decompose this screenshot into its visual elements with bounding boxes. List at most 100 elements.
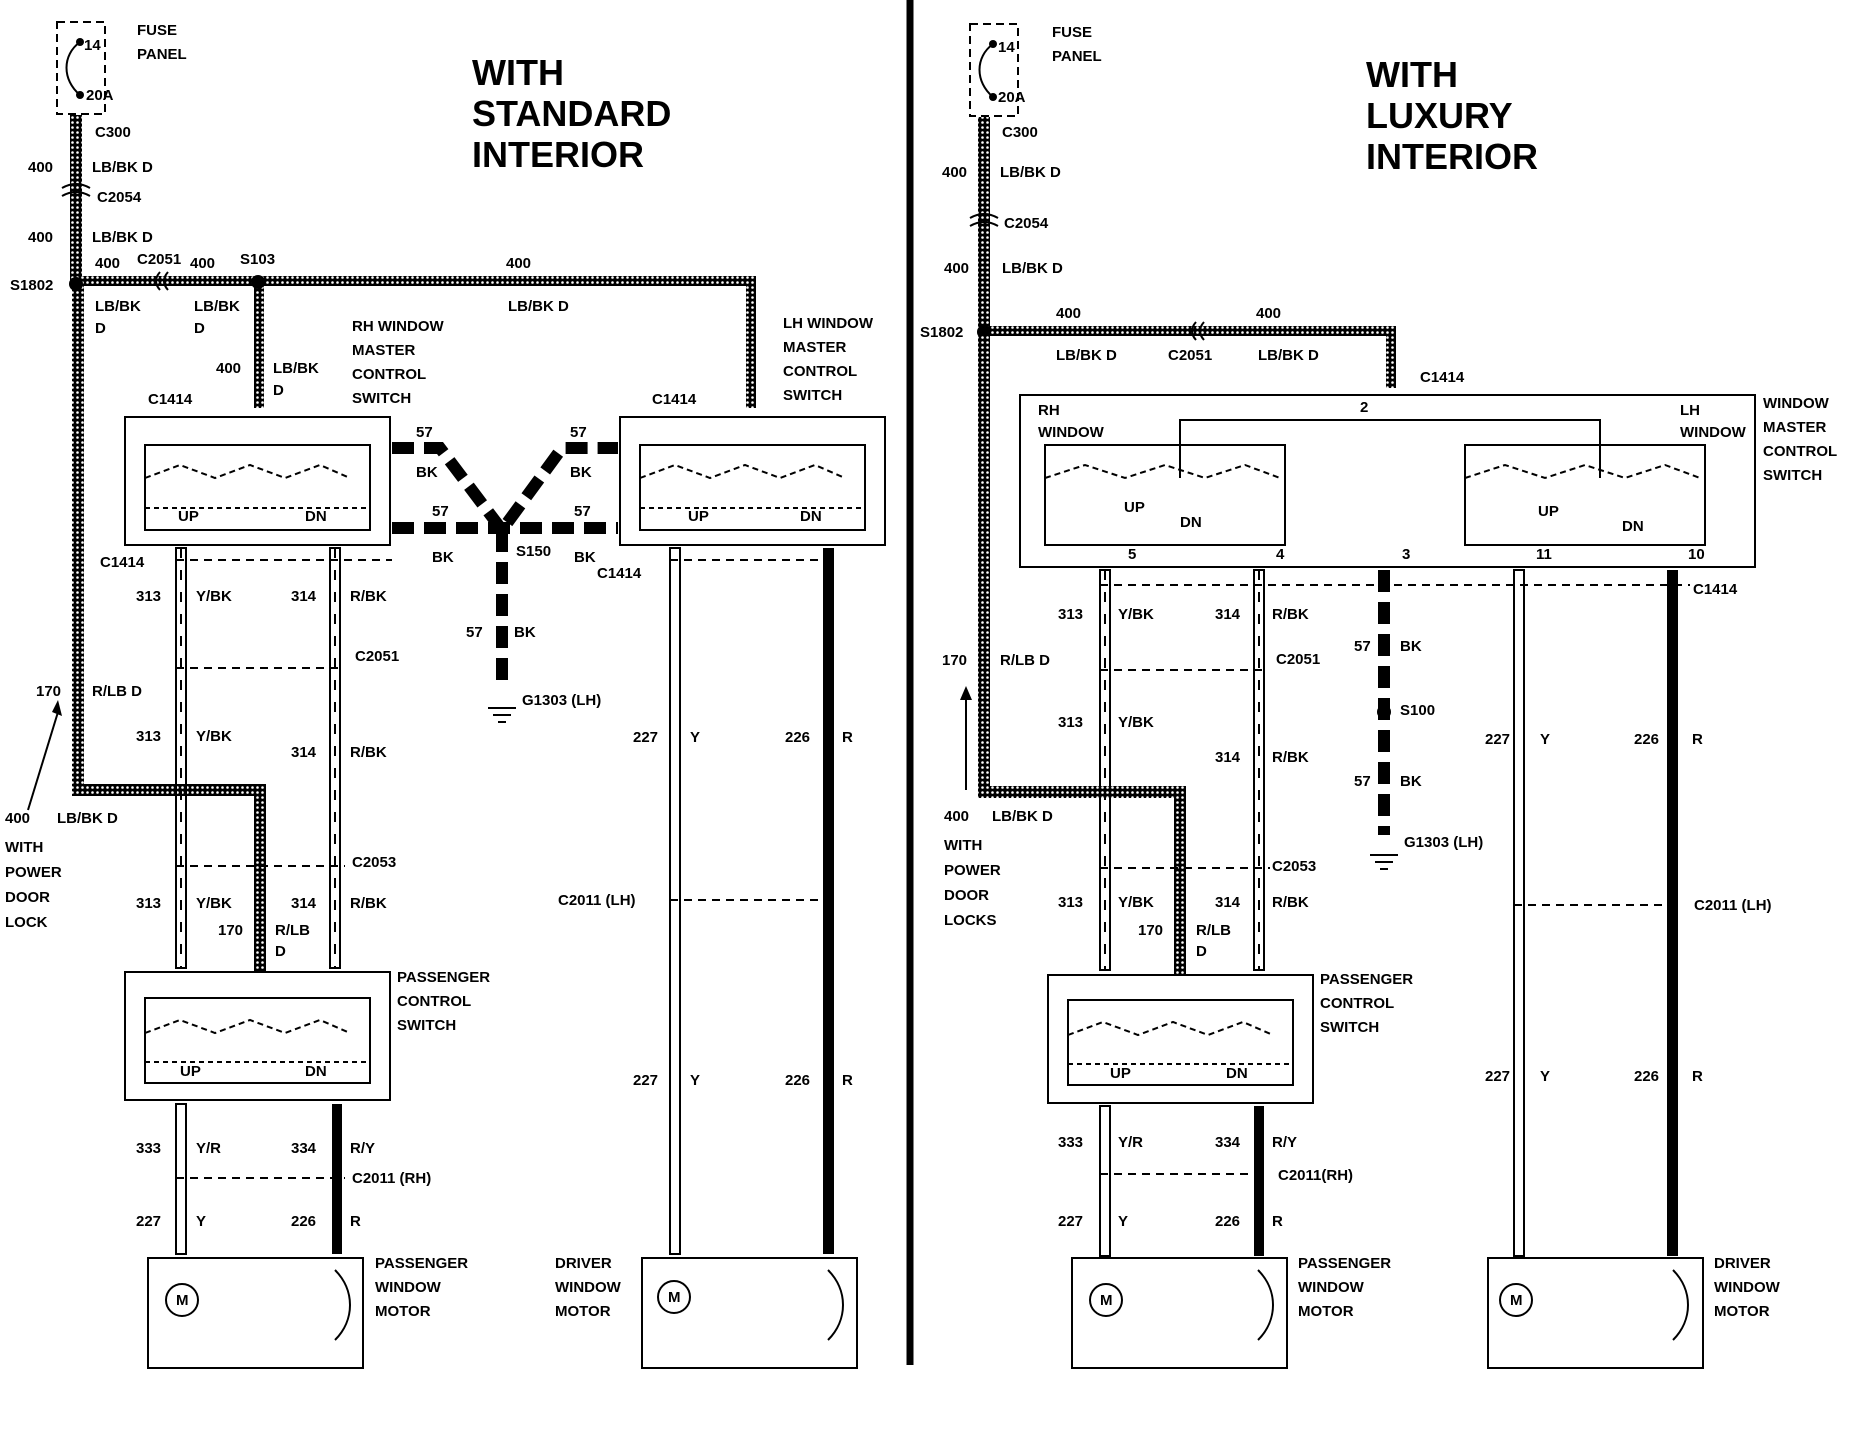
switch-dn-label: DN — [305, 1063, 327, 1080]
power-lock-note: WITH — [5, 839, 43, 856]
wire-label: 57 — [466, 624, 483, 641]
wire-label: 400 — [190, 255, 215, 272]
wire-label: 226 — [785, 1072, 810, 1089]
wire-label: Y — [1540, 1068, 1550, 1085]
connector-c2011lh: C2011 (LH) — [1694, 897, 1772, 914]
wire-label: LB/BK D — [92, 159, 153, 176]
driver-motor-label: DRIVER — [555, 1255, 612, 1272]
pin-label: 10 — [1688, 546, 1705, 563]
wire-label: D — [194, 320, 205, 337]
wire-170-down — [254, 784, 266, 972]
master-switch-label: CONTROL — [1763, 443, 1837, 460]
connector-c300: C300 — [1002, 124, 1038, 141]
connector-c2051: C2051 — [137, 251, 181, 268]
lh-master-switch-box — [619, 416, 886, 546]
wire-label: LB/BK — [194, 298, 240, 315]
wire-400-lh — [746, 276, 756, 408]
fuse-panel-label: PANEL — [1052, 48, 1102, 65]
wire-label: Y — [690, 1072, 700, 1089]
passenger-switch-label: CONTROL — [397, 993, 471, 1010]
wire-label: LB/BK — [273, 360, 319, 377]
passenger-switch-label: SWITCH — [1320, 1019, 1379, 1036]
master-switch-label: MASTER — [1763, 419, 1827, 436]
wires-313-314 — [175, 547, 341, 969]
ground-label: G1303 (LH) — [522, 692, 601, 709]
pin-label: 3 — [1402, 546, 1410, 563]
passenger-motor-box — [147, 1257, 364, 1369]
wire-label: BK — [416, 464, 438, 481]
wire-400-rh — [254, 280, 264, 408]
wire-label: Y — [196, 1213, 206, 1230]
power-lock-note: WITH — [944, 837, 982, 854]
wire-label: Y/BK — [196, 588, 232, 605]
wire-label: LB/BK D — [508, 298, 569, 315]
splice-s100 — [1377, 705, 1391, 719]
wire-label: LB/BK D — [1002, 260, 1063, 277]
right-heading-line-3: INTERIOR — [1366, 136, 1538, 177]
passenger-motor-label: PASSENGER — [375, 1255, 468, 1272]
wire-label: BK — [432, 549, 454, 566]
switch-dn-label: DN — [800, 508, 822, 525]
wire-label: 57 — [574, 503, 591, 520]
fuse-number: 14 — [84, 37, 101, 54]
wire-label: D — [275, 943, 286, 960]
right-panel — [960, 23, 1756, 1369]
switch-up-label: UP — [1124, 499, 1145, 516]
wire-label: 314 — [1215, 606, 1241, 623]
ground-label: G1303 (LH) — [1404, 834, 1483, 851]
connector-c2054 — [969, 213, 999, 227]
passenger-switch-box — [1047, 974, 1314, 1104]
switch-up-label: UP — [1110, 1065, 1131, 1082]
wire-170-horizontal — [978, 786, 1186, 798]
wire-400-horizontal — [76, 276, 756, 286]
wire-label: 227 — [633, 1072, 658, 1089]
passenger-motor-label: WINDOW — [1298, 1279, 1365, 1296]
wire-label: 333 — [1058, 1134, 1083, 1151]
fuse-icon — [65, 41, 81, 96]
wire-label: 400 — [1056, 305, 1081, 322]
power-lock-note: LOCK — [5, 914, 48, 931]
connector-c2051-top — [1191, 321, 1205, 341]
wire-label: R — [1272, 1213, 1283, 1230]
pin-label: 11 — [1536, 546, 1552, 563]
connector-c2011rh: C2011(RH) — [1278, 1167, 1353, 1184]
wire-label: R — [1692, 1068, 1703, 1085]
connector-c1414: C1414 — [597, 565, 642, 582]
lh-master-switch-inner — [639, 444, 866, 531]
connector-c2051: C2051 — [355, 648, 399, 665]
switch-dn-label: DN — [1180, 514, 1202, 531]
wire-label: 57 — [416, 424, 433, 441]
motor-icon — [1499, 1283, 1533, 1317]
splice-s1802 — [977, 325, 991, 339]
wire-label: Y — [1540, 731, 1550, 748]
splice-s1802-label: S1802 — [10, 277, 53, 294]
wire-label: Y/BK — [196, 895, 232, 912]
wire-label: BK — [1400, 773, 1422, 790]
left-heading-line-2: STANDARD — [472, 93, 671, 134]
wire-334-226 — [1254, 1106, 1264, 1256]
splice-s150-label: S150 — [516, 543, 551, 560]
connector-c1414: C1414 — [1420, 369, 1465, 386]
wire-label: 170 — [218, 922, 243, 939]
wire-label: 227 — [633, 729, 658, 746]
wire-label: R/Y — [1272, 1134, 1297, 1151]
connector-c300: C300 — [95, 124, 131, 141]
left-labels: WITH STANDARD INTERIOR 14 20A FUSE PANEL… — [5, 22, 874, 1320]
fuse-rating: 20A — [998, 89, 1026, 106]
wire-label: BK — [574, 549, 596, 566]
connector-c2054 — [61, 183, 91, 197]
wire-label: 314 — [1215, 894, 1241, 911]
wire-label: 57 — [570, 424, 587, 441]
driver-motor-label: MOTOR — [1714, 1303, 1770, 1320]
window-master-switch-box — [1019, 394, 1756, 568]
wire-label: R — [350, 1213, 361, 1230]
wire-label: 313 — [136, 895, 161, 912]
power-lock-note: 400 — [5, 810, 30, 827]
switch-dn-label: DN — [1622, 518, 1644, 535]
wire-label: 333 — [136, 1140, 161, 1157]
power-lock-note: LB/BK D — [57, 810, 118, 827]
motor-label: M — [668, 1289, 681, 1306]
ground-icon — [488, 707, 516, 723]
wire-label: 226 — [785, 729, 810, 746]
wire-label: 227 — [136, 1213, 161, 1230]
